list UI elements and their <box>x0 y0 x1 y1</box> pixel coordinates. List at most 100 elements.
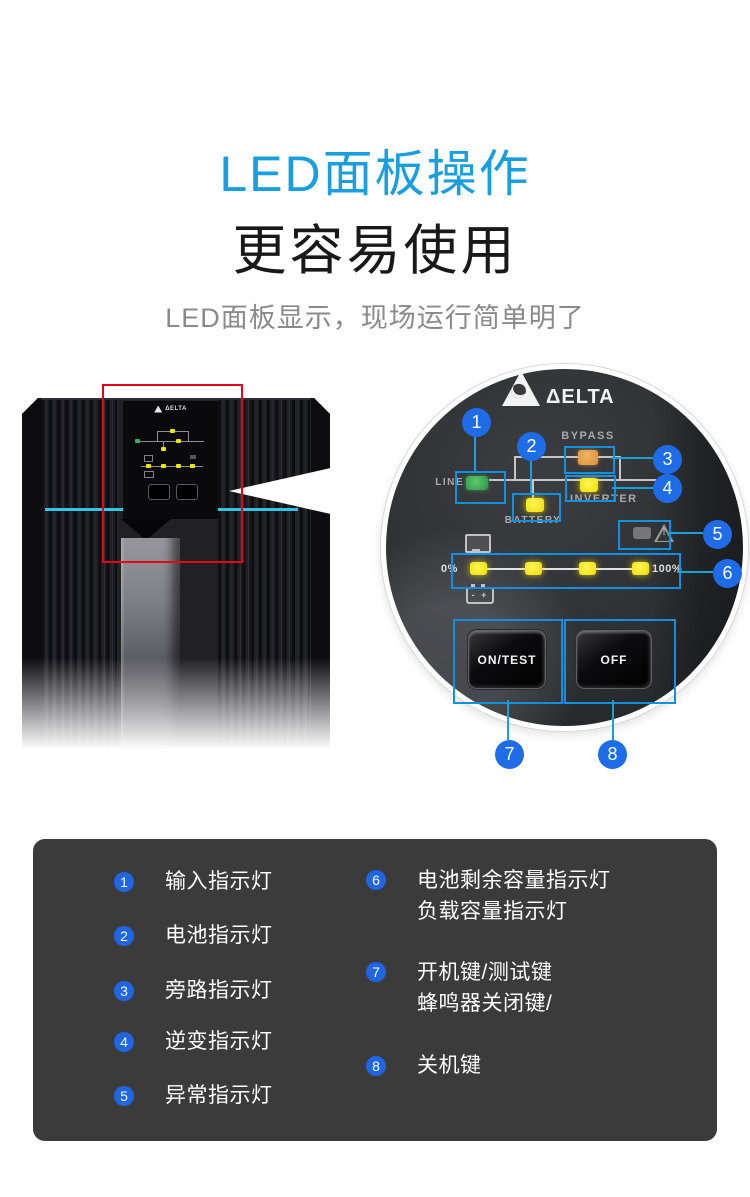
callout-badge-4: 4 <box>653 474 682 503</box>
ups-bottom-fade <box>22 658 330 760</box>
legend-item-6: 电池剩余容量指示灯 负载容量指示灯 <box>417 865 611 927</box>
callout-badge-3: 3 <box>653 445 682 474</box>
callout-badge-5-num: 5 <box>712 524 723 544</box>
legend-item-1: 输入指示灯 <box>165 870 273 893</box>
battery-icon-nub-right <box>481 584 485 587</box>
callout-badge-1: 1 <box>462 408 491 437</box>
legend-badge-4: 4 <box>114 1032 134 1052</box>
callout-badge-6: 6 <box>713 559 742 588</box>
label-inverter: INVERTER <box>570 493 638 505</box>
mini-wire-loop-left <box>157 431 158 441</box>
callout-box-5-fault <box>618 520 671 550</box>
ups-top-edge <box>22 398 330 401</box>
legend-item-7: 开机键/测试键 蜂鸣器关闭键/ <box>417 957 552 1019</box>
inverter-led <box>580 478 598 492</box>
wire-bypass-left <box>514 456 516 481</box>
meter-line <box>484 568 642 570</box>
connector-3 <box>611 457 653 459</box>
delta-logo-text: ΔELTA <box>546 386 615 408</box>
battery-led <box>526 498 544 512</box>
delta-brand-text: ΔELTA <box>165 406 187 412</box>
mini-led-inverter <box>176 439 181 443</box>
battery-icon: - + <box>466 587 494 604</box>
bypass-led <box>578 450 598 465</box>
legend-badge-4-num: 4 <box>120 1034 128 1050</box>
legend-item-3: 旁路指示灯 <box>165 979 273 1002</box>
callout-badge-4-num: 4 <box>662 478 673 498</box>
mini-off-button <box>176 484 198 500</box>
ups-tower-photo: ΔELTA <box>22 398 330 760</box>
legend-badge-8: 8 <box>366 1056 386 1076</box>
legend-badge-8-num: 8 <box>372 1058 380 1074</box>
legend-item-6-line1: 电池剩余容量指示灯 <box>417 869 611 892</box>
callout-badge-2: 2 <box>517 432 546 461</box>
legend-badge-3: 3 <box>114 981 134 1001</box>
ups-cyan-accent-right <box>218 508 298 511</box>
on-test-button: ON/TEST <box>468 630 546 689</box>
callout-badge-5: 5 <box>703 520 732 549</box>
meter-min-label: 0% <box>441 563 458 575</box>
connector-2 <box>530 461 532 493</box>
legend-badge-7: 7 <box>366 962 386 982</box>
legend-item-7-line1: 开机键/测试键 <box>417 961 553 984</box>
meter-led-2 <box>525 562 542 575</box>
legend-item-5: 异常指示灯 <box>165 1084 273 1107</box>
legend-item-6-line2: 负载容量指示灯 <box>417 900 568 923</box>
ups-mini-delta-logo: ΔELTA <box>123 404 218 414</box>
callout-box-4-inverter <box>565 475 616 502</box>
on-test-button-label: ON/TEST <box>477 652 537 667</box>
off-button: OFF <box>576 630 652 689</box>
connector-4 <box>612 487 654 489</box>
battery-icon-text: - + <box>471 590 489 600</box>
battery-icon-nub-left <box>471 584 475 587</box>
legend-badge-6-num: 6 <box>372 872 380 888</box>
connector-6 <box>677 571 713 573</box>
callout-badge-3-num: 3 <box>662 449 673 469</box>
connector-8 <box>612 700 614 740</box>
legend-badge-2-num: 2 <box>120 928 128 944</box>
mini-meter-line <box>141 466 203 467</box>
label-line: LINE <box>435 477 464 488</box>
legend-badge-5: 5 <box>114 1086 134 1106</box>
legend-badge-5-num: 5 <box>120 1088 128 1104</box>
meter-led-3 <box>579 562 596 575</box>
line-led <box>466 476 488 490</box>
label-bypass: BYPASS <box>561 430 615 442</box>
callout-box-2-battery <box>512 493 561 522</box>
callout-badge-7: 7 <box>495 740 524 769</box>
legend-badge-3-num: 3 <box>120 983 128 999</box>
callout-badge-8-num: 8 <box>607 744 618 764</box>
page-title: LED面板操作 <box>219 146 531 202</box>
fault-led <box>633 527 651 539</box>
legend-badge-1-num: 1 <box>120 874 128 890</box>
meter-led-1 <box>470 562 487 575</box>
warning-icon-mark: ! <box>662 527 666 538</box>
connector-7 <box>507 700 509 740</box>
mini-meter-led-3 <box>176 464 181 468</box>
connector-1 <box>474 437 476 471</box>
ups-cyan-accent-left <box>45 508 123 511</box>
callout-badge-1-num: 1 <box>471 412 482 432</box>
mini-meter-led-1 <box>146 464 151 468</box>
mini-wire-main <box>138 441 204 442</box>
legend-item-2: 电池指示灯 <box>165 924 273 947</box>
legend-item-4: 逆变指示灯 <box>165 1030 273 1053</box>
mini-wire-batt <box>163 441 164 448</box>
meter-led-4 <box>632 562 649 575</box>
mini-meter-led-2 <box>161 464 166 468</box>
legend-badge-2: 2 <box>114 926 134 946</box>
meter-max-label: 100% <box>652 563 683 575</box>
callout-box-6-meter <box>451 553 681 589</box>
legend-item-7-line2: 蜂鸣器关闭键/ <box>417 992 553 1015</box>
callout-box-7-on-test <box>453 619 563 704</box>
page-subtitle: 更容易使用 <box>232 221 518 281</box>
mini-led-battery <box>161 447 166 451</box>
focus-rectangle <box>102 384 243 563</box>
mini-on-test-button <box>148 484 170 500</box>
callout-box-1-line <box>455 471 506 504</box>
callout-box-8-off <box>564 619 676 704</box>
callout-badge-2-num: 2 <box>526 436 537 456</box>
legend-badge-1: 1 <box>114 872 134 892</box>
callout-badge-8: 8 <box>598 740 627 769</box>
